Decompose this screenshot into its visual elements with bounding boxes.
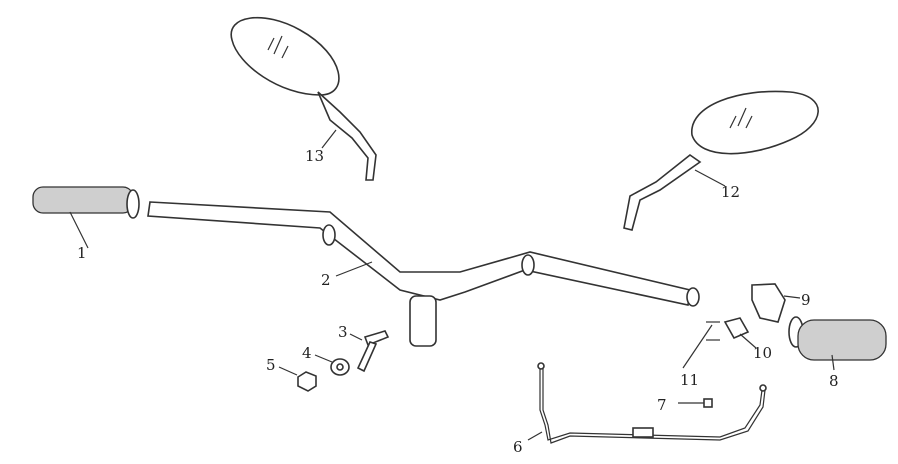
- callout-1: 1: [77, 244, 87, 262]
- callout-6: 6: [513, 438, 523, 456]
- callout-2: 2: [321, 271, 331, 289]
- grip-right: [788, 316, 887, 371]
- callout-11: 11: [680, 371, 699, 389]
- callout-5: 5: [266, 356, 276, 374]
- callout-10: 10: [753, 344, 772, 362]
- throttle-cable: [527, 362, 767, 444]
- callout-9: 9: [801, 291, 811, 309]
- callout-13: 13: [305, 147, 324, 165]
- callout-4: 4: [302, 344, 312, 362]
- bolt: [349, 330, 390, 373]
- grip-left: [32, 186, 140, 249]
- callout-3: 3: [338, 323, 348, 341]
- handlebar: [147, 201, 700, 347]
- callout-7: 7: [657, 396, 667, 414]
- screw: [678, 398, 713, 408]
- mirror-left: [230, 16, 377, 181]
- washer: [314, 354, 350, 376]
- callout-12: 12: [721, 183, 740, 201]
- nut: [278, 366, 317, 392]
- screws: [682, 321, 720, 369]
- mirror-right: [623, 90, 819, 231]
- callout-8: 8: [829, 372, 839, 390]
- clamp: [723, 317, 757, 349]
- throttle-housing: [751, 283, 801, 323]
